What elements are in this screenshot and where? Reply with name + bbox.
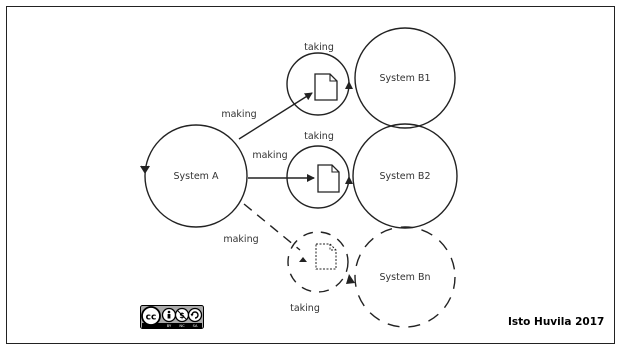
- system-a-node: System A: [140, 124, 248, 228]
- taking-label-bn: taking: [290, 303, 320, 314]
- taking-cycle-bn: [287, 231, 349, 293]
- making-arrow-bn: [243, 203, 301, 251]
- document-b1-icon: [314, 73, 338, 101]
- slide-frame: [6, 6, 615, 344]
- cc-sa-icon: [187, 307, 203, 323]
- system-b2-node: System B2 taking: [286, 123, 458, 229]
- system-a-label: System A: [174, 171, 219, 182]
- system-b1-node: System B1 taking: [286, 27, 456, 129]
- cc-term-by: BY: [167, 324, 172, 328]
- making-arrow-b1: [238, 92, 313, 140]
- document-b2-icon: [317, 164, 340, 193]
- taking-label-b2: taking: [304, 131, 334, 142]
- document-bn-icon: [315, 243, 337, 270]
- taking-arrow-b2-icon: [345, 176, 353, 184]
- making-label-b2: making: [252, 150, 287, 161]
- system-a-cycle-arrow-icon: [140, 166, 150, 174]
- license-badge-icon: cc $ BY NC SA: [140, 305, 204, 329]
- making-arrow-bn-icon: [299, 257, 307, 262]
- cc-term-sa: SA: [193, 324, 198, 328]
- author-credit: Isto Huvila 2017: [508, 316, 605, 328]
- cc-logo-text: cc: [146, 313, 157, 323]
- cc-term-nc: NC: [179, 324, 185, 328]
- cc-logo-icon: [141, 306, 161, 326]
- system-b1-label: System B1: [379, 73, 430, 84]
- system-bn-node: System Bn taking: [287, 226, 456, 328]
- making-label-bn: making: [223, 234, 258, 245]
- taking-label-b1: taking: [304, 42, 334, 53]
- system-bn-label: System Bn: [380, 272, 431, 283]
- taking-arrow-bn-icon: [346, 274, 355, 284]
- making-label-b1: making: [221, 109, 256, 120]
- taking-arrow-b1-icon: [345, 81, 353, 89]
- system-b2-label: System B2: [379, 171, 430, 182]
